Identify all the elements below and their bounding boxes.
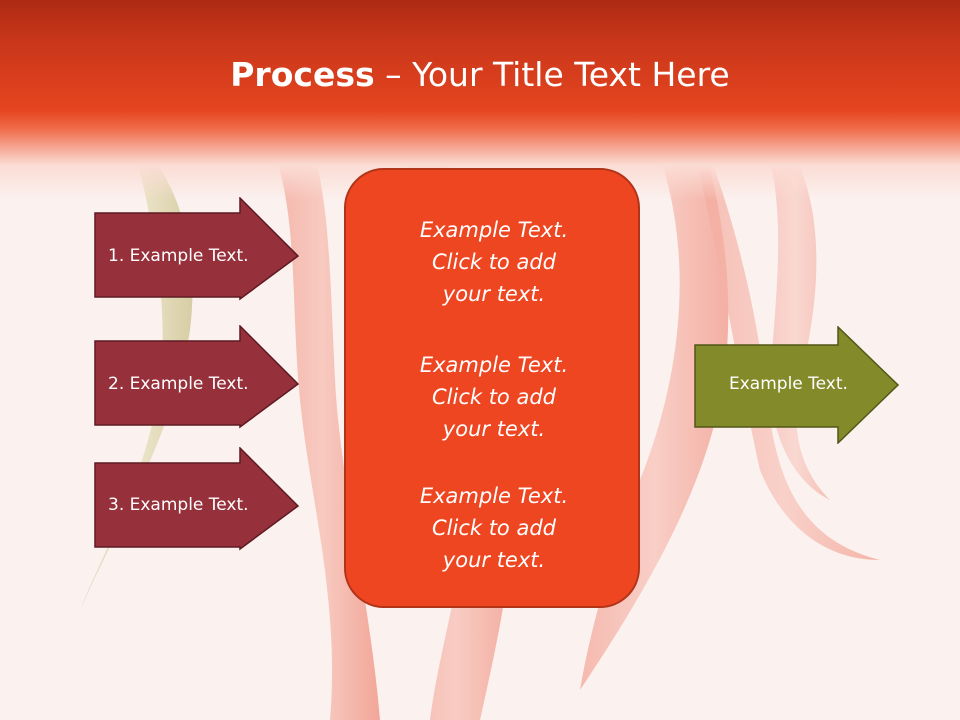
center-text-line: Click to add [431,250,556,274]
center-text-line: Click to add [431,516,556,540]
slide-title[interactable]: Process – Your Title Text Here [0,52,960,98]
center-text-block-3: Example Text. Click to add your text. [346,480,642,576]
step-arrow-1[interactable] [94,197,300,301]
step-label-3: 3. Example Text. [108,495,249,515]
center-text-line: your text. [442,282,546,306]
result-arrow[interactable] [694,326,900,444]
title-bar [0,0,960,200]
center-text-line: your text. [442,417,546,441]
center-text-line: your text. [442,548,546,572]
center-content-box[interactable]: Example Text. Click to add your text. Ex… [344,168,640,608]
step-label-1: 1. Example Text. [108,246,249,266]
center-text-line: Example Text. [419,353,569,377]
result-label: Example Text. [729,374,848,394]
title-rest: – Your Title Text Here [374,55,730,94]
center-text-block-2: Example Text. Click to add your text. [346,349,642,445]
step-arrow-2[interactable] [94,325,300,429]
step-arrow-3[interactable] [94,447,300,551]
center-text-line: Example Text. [419,218,569,242]
center-text-block-1: Example Text. Click to add your text. [346,214,642,310]
step-label-2: 2. Example Text. [108,374,249,394]
center-text-line: Example Text. [419,484,569,508]
center-text-line: Click to add [431,385,556,409]
title-bold: Process [230,55,375,94]
